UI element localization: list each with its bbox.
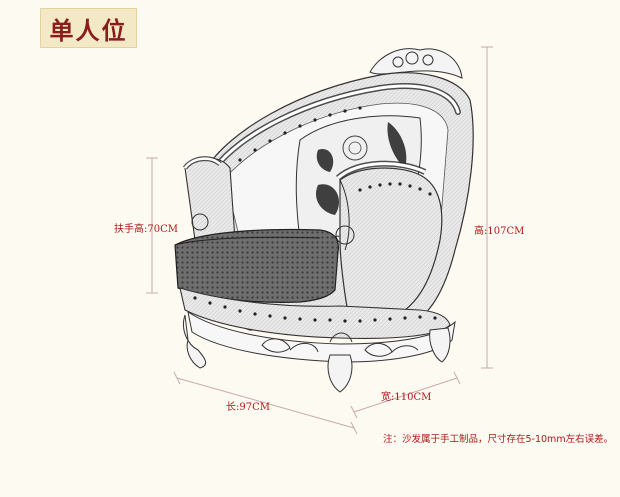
armrest-height-label: 扶手高:70CM [114, 224, 178, 235]
height-label: 高:107CM [474, 226, 525, 237]
title: 单人位 [49, 16, 128, 45]
length-label: 长:97CM [226, 402, 270, 413]
handmade-note: 注：沙发属于手工制品，尺寸存在5-10mm左右误差。 [383, 434, 614, 445]
armchair-illustration [174, 48, 474, 393]
title-badge: 单人位 [40, 8, 137, 48]
dimension-lines [146, 46, 493, 435]
width-label: 宽:110CM [381, 392, 432, 403]
